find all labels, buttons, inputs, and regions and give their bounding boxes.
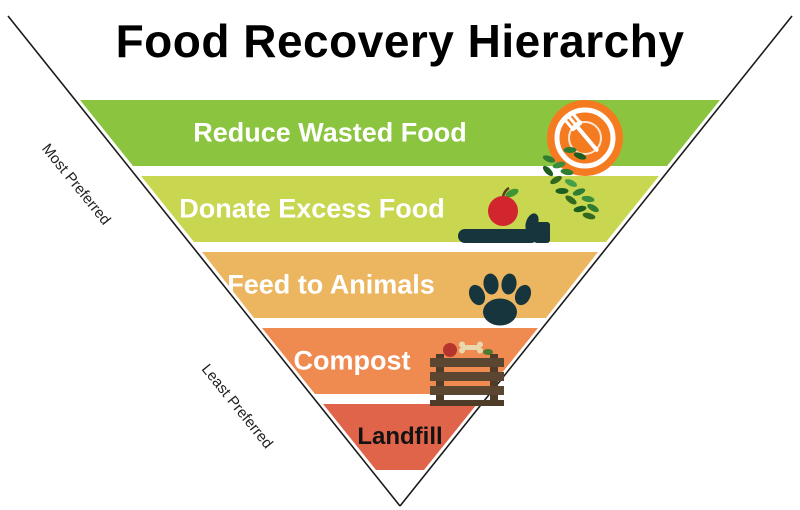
tier-label-donate-excess-food: Donate Excess Food xyxy=(179,193,445,224)
tier-label-landfill: Landfill xyxy=(357,423,443,450)
page-title: Food Recovery Hierarchy xyxy=(115,15,685,67)
most-preferred-label: Most Preferred xyxy=(38,140,114,229)
tier-feed-to-animals: Feed to Animals xyxy=(202,252,598,318)
least-preferred-label: Least Preferred xyxy=(197,360,277,453)
tier-compost: Compost xyxy=(262,328,538,394)
tier-label-feed-to-animals: Feed to Animals xyxy=(227,269,435,300)
tier-reduce-wasted-food: Reduce Wasted Food xyxy=(80,100,720,166)
tier-label-compost: Compost xyxy=(293,345,411,376)
tier-donate-excess-food: Donate Excess Food xyxy=(141,176,659,242)
tier-label-reduce-wasted-food: Reduce Wasted Food xyxy=(193,117,467,148)
tier-landfill: Landfill xyxy=(323,404,477,470)
